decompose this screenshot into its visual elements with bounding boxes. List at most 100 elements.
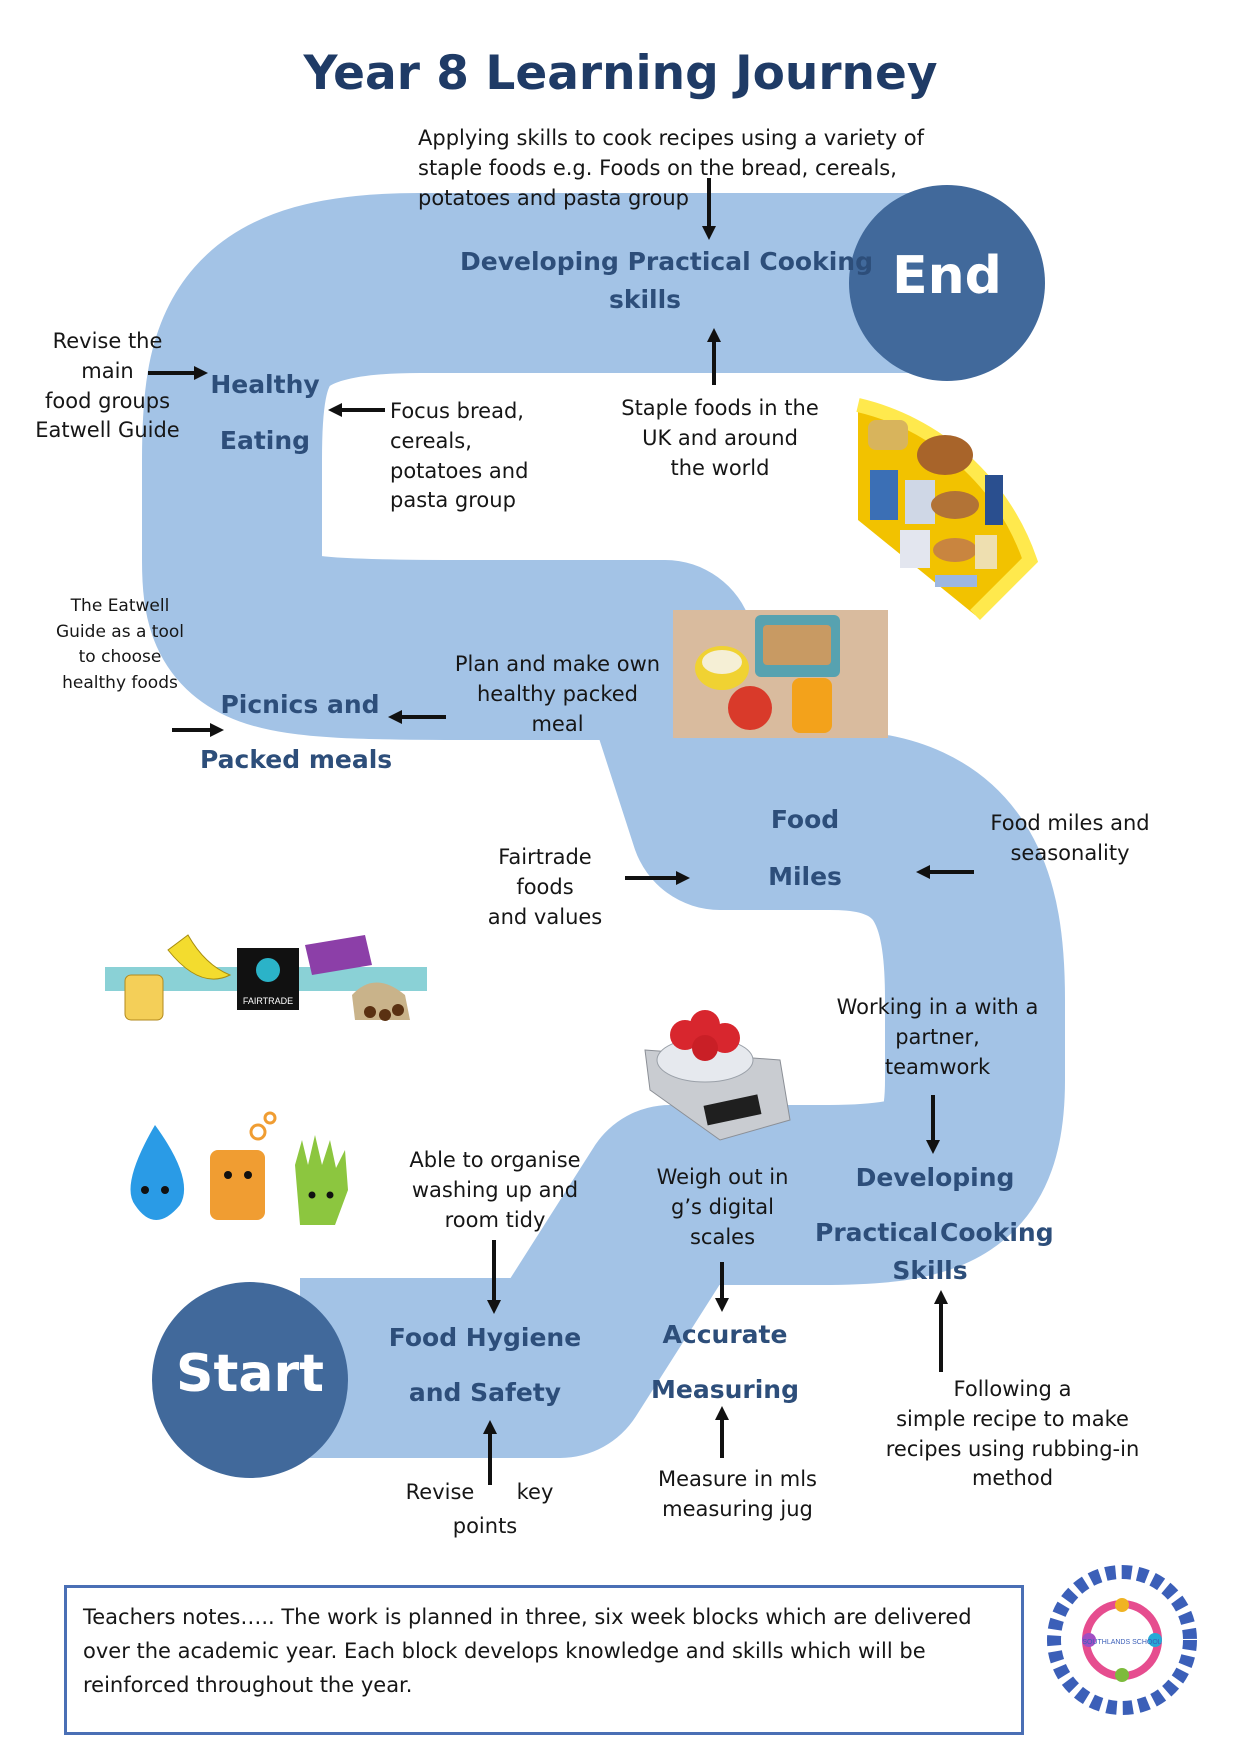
- topic-healthy-1: Healthy: [210, 370, 320, 399]
- note-fairtrade-line: Fairtrade: [498, 845, 592, 869]
- start-circle: [152, 1282, 348, 1478]
- note-revise-main-line: main: [81, 358, 134, 383]
- arrow-food-miles-season: [916, 865, 974, 879]
- topic-hygiene-2: and Safety: [408, 1378, 562, 1407]
- note-following-line: simple recipe to make: [896, 1406, 1129, 1431]
- note-revise-key-a: Revise: [405, 1480, 475, 1504]
- note-eatwell-tool-line: to choose: [78, 647, 162, 667]
- note-following-line: Following a: [953, 1377, 1072, 1401]
- arrow-measure-mls: [715, 1406, 729, 1458]
- note-staple: Staple foods in the UK and around the wo…: [600, 394, 840, 483]
- note-fairtrade-line: foods: [516, 874, 574, 899]
- arrow-fairtrade: [625, 871, 690, 885]
- note-organise-line: room tidy: [444, 1207, 546, 1232]
- bread-cereals-wedge-icon: [856, 398, 1039, 620]
- note-working-partner: Working in a with a partner, teamwork: [825, 993, 1050, 1082]
- arrow-working-partner: [926, 1095, 940, 1154]
- topic-developing-1: Developing: [855, 1163, 1015, 1192]
- note-working-partner-line: Working in a with a: [836, 995, 1039, 1019]
- arrow-plan-make: [388, 710, 446, 724]
- arrow-applying: [702, 178, 716, 240]
- note-measure-mls: Measure in mls measuring jug: [645, 1465, 830, 1525]
- note-applying-line: potatoes and pasta group: [418, 185, 689, 210]
- arrow-revise-key: [483, 1420, 497, 1485]
- note-focus-bread-line: Focus bread,: [390, 399, 524, 423]
- note-plan-make-line: Plan and make own: [454, 652, 661, 676]
- note-food-miles-season-line: seasonality: [1010, 840, 1130, 865]
- topic-food-miles-2: Miles: [768, 862, 842, 891]
- topic-food-miles-1: Food: [770, 805, 840, 834]
- topic-picnics-2: Packed meals: [200, 745, 393, 774]
- note-weigh-line: g’s digital: [671, 1194, 774, 1219]
- note-following-line: method: [971, 1466, 1054, 1491]
- hygiene-characters-icon: [130, 1111, 348, 1225]
- note-revise-key-b: key: [516, 1480, 554, 1504]
- note-focus-bread-line: pasta group: [390, 488, 516, 513]
- note-staple-line: Staple foods in the: [621, 396, 819, 420]
- southlands-logo-text: SOUTHLANDS SCHOOL: [1082, 1639, 1161, 1646]
- note-eatwell-tool-line: The Eatwell: [70, 596, 170, 616]
- note-revise-main-line: food groups: [44, 388, 171, 413]
- topic-picnics-1: Picnics and: [220, 690, 380, 719]
- note-following: Following a simple recipe to make recipe…: [885, 1375, 1140, 1494]
- teachers-notes-box: Teachers notes….. The work is planned in…: [64, 1585, 1024, 1735]
- topic-accurate-2: Measuring: [651, 1375, 799, 1404]
- note-plan-make-line: meal: [531, 711, 584, 736]
- note-eatwell-tool: The Eatwell Guide as a tool to choose he…: [45, 594, 195, 696]
- page-title: Year 8 Learning Journey: [303, 46, 938, 101]
- note-food-miles-season-line: Food miles and: [990, 811, 1150, 835]
- topic-hygiene-1: Food Hygiene: [388, 1323, 582, 1352]
- note-applying-line: staple foods e.g. Foods on the bread, ce…: [418, 155, 897, 180]
- topic-practical-top-2: skills: [608, 285, 682, 314]
- note-eatwell-tool-line: healthy foods: [62, 672, 178, 693]
- note-applying: Applying skills to cook recipes using a …: [418, 124, 948, 213]
- arrow-eatwell-tool: [172, 723, 224, 737]
- topic-healthy-2: Eating: [219, 426, 311, 455]
- start-label: Start: [176, 1344, 324, 1404]
- end-circle: [849, 185, 1045, 381]
- note-following-line: recipes using rubbing-in: [885, 1436, 1140, 1461]
- topic-accurate-1: Accurate: [662, 1320, 788, 1349]
- lunchbox-photo-icon: [673, 610, 888, 738]
- teachers-notes-text: Teachers notes….. The work is planned in…: [83, 1605, 972, 1698]
- note-applying-line: Applying skills to cook recipes using a …: [418, 126, 925, 150]
- note-revise-key-c: points: [452, 1514, 518, 1538]
- note-revise-main-line: Eatwell Guide: [35, 418, 180, 443]
- note-measure-mls-line: Measure in mls: [658, 1467, 817, 1491]
- topic-developing-3: Skills: [892, 1256, 968, 1285]
- note-revise-main: Revise the main food groups Eatwell Guid…: [30, 327, 185, 446]
- arrow-following: [934, 1290, 948, 1372]
- note-eatwell-tool-line: Guide as a tool: [55, 621, 184, 642]
- note-weigh: Weigh out in g’s digital scales: [640, 1163, 805, 1252]
- arrow-organise: [487, 1240, 501, 1314]
- note-weigh-line: Weigh out in: [656, 1165, 789, 1189]
- note-staple-line: UK and around: [642, 425, 798, 450]
- end-label: End: [892, 246, 1002, 306]
- arrow-weigh: [715, 1262, 729, 1312]
- fairtrade-products-icon: FAIRTRADE: [105, 934, 427, 1021]
- note-working-partner-line: teamwork: [884, 1054, 991, 1079]
- note-revise-main-line: Revise the: [52, 329, 163, 353]
- note-focus-bread-line: cereals,: [390, 428, 472, 453]
- southlands-logo-icon: SOUTHLANDS SCHOOL: [1047, 1565, 1197, 1715]
- note-staple-line: the world: [670, 455, 770, 480]
- topic-practical-top-1: Developing Practical Cooking: [460, 247, 873, 276]
- note-plan-make: Plan and make own healthy packed meal: [445, 650, 670, 739]
- note-plan-make-line: healthy packed: [477, 681, 638, 706]
- note-focus-bread-line: potatoes and: [390, 458, 529, 483]
- kitchen-scale-icon: [644, 1010, 791, 1141]
- note-working-partner-line: partner,: [895, 1024, 980, 1049]
- note-organise-line: Able to organise: [409, 1148, 581, 1172]
- topic-developing-2b: Cooking: [940, 1218, 1054, 1247]
- fairtrade-logo-text: FAIRTRADE: [243, 996, 293, 1006]
- arrow-revise-main: [148, 366, 208, 380]
- note-focus-bread: Focus bread, cereals, potatoes and pasta…: [390, 397, 570, 516]
- topic-developing-2a: Practical: [815, 1218, 939, 1247]
- note-measure-mls-line: measuring jug: [662, 1496, 813, 1521]
- note-organise: Able to organise washing up and room tid…: [395, 1146, 595, 1235]
- note-fairtrade-line: and values: [487, 904, 603, 929]
- arrows: [148, 178, 974, 1485]
- note-organise-line: washing up and: [411, 1177, 579, 1202]
- arrow-staple: [707, 328, 721, 385]
